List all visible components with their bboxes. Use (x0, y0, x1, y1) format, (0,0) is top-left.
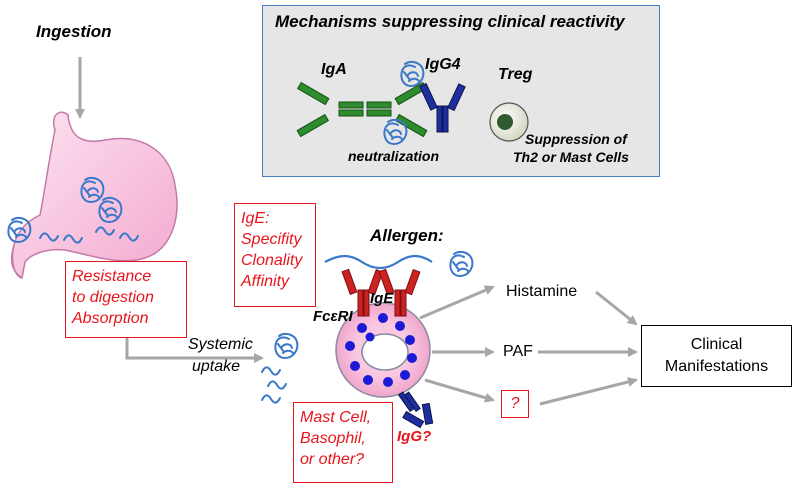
clinical-line2: Manifestations (664, 358, 769, 375)
igg-antibody (397, 391, 434, 429)
iga-antibody (296, 81, 428, 138)
paf-label: PAF (503, 343, 533, 360)
ige-label: IgE (370, 290, 394, 307)
histamine-arrow (419, 285, 495, 320)
neutralization-label: neutralization (348, 148, 440, 164)
fceri-label: FcεRI (313, 308, 353, 325)
treg-label: Treg (498, 66, 533, 83)
mechanisms-panel: Mechanisms suppressing clinical reactivi… (262, 5, 660, 177)
clinical-manifestations-box: Clinical Manifestations (641, 325, 792, 387)
igg4-antibody (419, 82, 466, 133)
ige-box-line3: Clonality (241, 252, 303, 269)
systemic-line1: Systemic (188, 336, 253, 353)
suppression-label-line2: Th2 or Mast Cells (513, 149, 629, 165)
unknown-mediator-box: ? (501, 390, 529, 418)
unknown-mediator-label: ? (510, 395, 520, 412)
cell-type-box: Mast Cell, Basophil, or other? (293, 402, 393, 483)
igg4-label: IgG4 (425, 56, 461, 73)
iga-label: IgA (321, 61, 347, 78)
resistance-line3: Absorption (72, 310, 149, 327)
histamine-to-clinical-arrow (595, 290, 638, 326)
mast-box-line2: Basophil, (300, 430, 366, 447)
resistance-line2: to digestion (72, 289, 154, 306)
ige-properties-box: IgE: Specifity Clonality Affinity (234, 203, 316, 307)
ige-box-line4: Affinity (241, 273, 290, 290)
allergen-fragment-icon (261, 366, 281, 376)
histamine-label: Histamine (506, 283, 578, 300)
ingestion-label: Ingestion (36, 22, 112, 41)
ige-box-line1: IgE: (241, 210, 270, 227)
treg-cell (489, 102, 529, 142)
unknown-arrow (424, 378, 495, 403)
allergen-icon (274, 333, 299, 359)
resistance-box: Resistance to digestion Absorption (65, 261, 187, 338)
mast-box-line1: Mast Cell, (300, 409, 372, 426)
allergen-chain (324, 254, 433, 270)
mast-box-line3: or other? (300, 451, 365, 468)
allergen-fragment-icon (261, 394, 281, 404)
unknown-to-clinical-arrow (539, 377, 638, 406)
clinical-line1: Clinical (690, 336, 743, 353)
mechanisms-title: Mechanisms suppressing clinical reactivi… (275, 12, 625, 31)
uptake-arrow (125, 338, 264, 363)
allergen-fragment-icon (267, 380, 287, 390)
allergen-label: Allergen: (370, 226, 444, 245)
mast-cell (335, 302, 431, 398)
ige-antibody (341, 268, 384, 317)
allergen-icon (449, 251, 474, 277)
suppression-label-line1: Suppression of (525, 131, 627, 147)
resistance-line1: Resistance (72, 268, 152, 285)
systemic-line2: uptake (192, 358, 241, 375)
igg-label: IgG? (397, 428, 432, 445)
ige-box-line2: Specifity (241, 231, 302, 248)
mechanisms-graphics (296, 61, 529, 146)
ige-antibody (378, 268, 421, 317)
